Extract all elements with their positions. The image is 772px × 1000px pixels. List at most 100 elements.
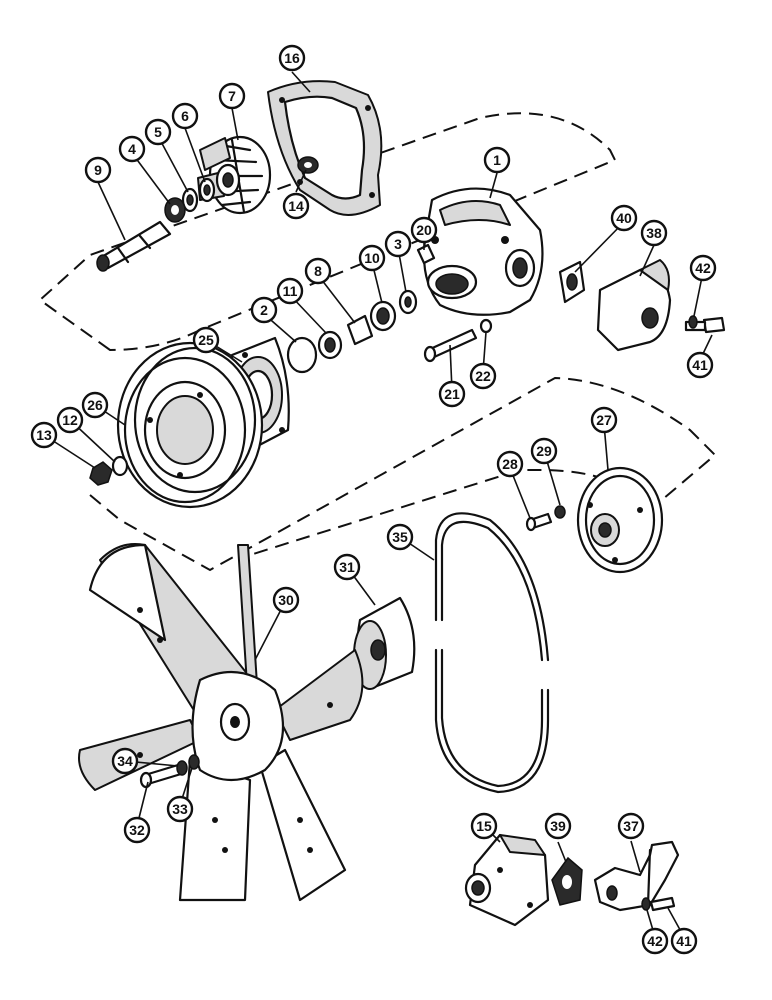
svg-text:20: 20 bbox=[416, 222, 432, 238]
spacer-part-31 bbox=[353, 596, 416, 690]
svg-text:9: 9 bbox=[94, 162, 102, 178]
bearing-part-11 bbox=[317, 330, 343, 360]
svg-text:42: 42 bbox=[695, 260, 711, 276]
svg-text:12: 12 bbox=[62, 412, 78, 428]
svg-text:13: 13 bbox=[36, 427, 52, 443]
shaft-part-9 bbox=[96, 220, 172, 272]
svg-text:32: 32 bbox=[129, 822, 145, 838]
svg-text:14: 14 bbox=[288, 198, 304, 214]
bolt-part-28 bbox=[525, 512, 553, 532]
washer-part-12 bbox=[111, 455, 129, 477]
callout-38: 38 bbox=[640, 219, 668, 247]
svg-text:38: 38 bbox=[646, 225, 662, 241]
callout-28: 28 bbox=[496, 450, 524, 478]
washer-part-34 bbox=[176, 760, 188, 776]
washer-part-22 bbox=[479, 318, 493, 334]
upper-group-outline bbox=[38, 112, 617, 352]
callout-11: 11 bbox=[276, 277, 304, 305]
svg-text:3: 3 bbox=[394, 236, 402, 252]
callout-32: 32 bbox=[123, 816, 151, 844]
callout-14: 14 bbox=[282, 192, 310, 220]
svg-text:33: 33 bbox=[172, 801, 188, 817]
callout-5: 5 bbox=[144, 118, 172, 146]
svg-text:35: 35 bbox=[392, 529, 408, 545]
washer-part-29 bbox=[554, 505, 566, 519]
svg-text:31: 31 bbox=[339, 559, 355, 575]
elbow-part-37 bbox=[593, 840, 680, 912]
seal-part-3 bbox=[398, 289, 418, 315]
callout-16: 16 bbox=[278, 44, 306, 72]
callout-8: 8 bbox=[304, 257, 332, 285]
callout-30: 30 bbox=[272, 586, 300, 614]
seal-part-14 bbox=[297, 156, 319, 174]
svg-text:29: 29 bbox=[536, 443, 552, 459]
callout-21: 21 bbox=[438, 380, 466, 408]
svg-text:34: 34 bbox=[117, 753, 133, 769]
svg-text:25: 25 bbox=[198, 332, 214, 348]
svg-text:41: 41 bbox=[676, 933, 692, 949]
svg-text:27: 27 bbox=[596, 412, 612, 428]
bolt-part-21 bbox=[423, 328, 478, 363]
svg-text:22: 22 bbox=[475, 368, 491, 384]
callout-29: 29 bbox=[530, 437, 558, 465]
gasket-part-40 bbox=[558, 260, 586, 304]
hub-part-27 bbox=[576, 466, 664, 574]
svg-text:37: 37 bbox=[623, 818, 639, 834]
callout-10: 10 bbox=[358, 244, 386, 272]
snap-ring-part-2 bbox=[286, 336, 318, 374]
callout-12: 12 bbox=[56, 406, 84, 434]
svg-text:6: 6 bbox=[181, 108, 189, 124]
callout-40: 40 bbox=[610, 204, 638, 232]
svg-text:1: 1 bbox=[493, 152, 501, 168]
svg-text:40: 40 bbox=[616, 210, 632, 226]
lower-group-outline bbox=[89, 376, 717, 572]
svg-text:8: 8 bbox=[314, 263, 322, 279]
callout-22: 22 bbox=[469, 362, 497, 390]
callout-42-upper: 42 bbox=[689, 254, 717, 282]
svg-text:41: 41 bbox=[692, 357, 708, 373]
svg-text:4: 4 bbox=[128, 141, 136, 157]
svg-text:39: 39 bbox=[550, 818, 566, 834]
callout-37: 37 bbox=[617, 812, 645, 840]
svg-text:30: 30 bbox=[278, 592, 294, 608]
elbow-part-38 bbox=[596, 259, 672, 352]
callout-1: 1 bbox=[483, 146, 511, 174]
callout-33: 33 bbox=[166, 795, 194, 823]
callout-6: 6 bbox=[171, 102, 199, 130]
callout-4: 4 bbox=[118, 135, 146, 163]
belt-part-35 bbox=[434, 512, 550, 794]
callout-31: 31 bbox=[333, 553, 361, 581]
washer-part-42-lower bbox=[641, 897, 651, 911]
nut-part-13 bbox=[89, 461, 113, 486]
washer-part-42-upper bbox=[688, 315, 698, 329]
callout-34: 34 bbox=[111, 747, 139, 775]
bolt-part-41-lower bbox=[649, 896, 676, 912]
callout-9: 9 bbox=[84, 156, 112, 184]
svg-text:7: 7 bbox=[228, 88, 236, 104]
washer-part-5 bbox=[181, 187, 199, 213]
svg-text:10: 10 bbox=[364, 250, 380, 266]
pump-housing-part-15 bbox=[464, 833, 550, 927]
seal-part-6 bbox=[198, 177, 216, 203]
callout-13: 13 bbox=[30, 421, 58, 449]
svg-text:42: 42 bbox=[647, 933, 663, 949]
svg-text:28: 28 bbox=[502, 456, 518, 472]
spacer-part-8 bbox=[346, 314, 374, 346]
svg-text:2: 2 bbox=[260, 302, 268, 318]
callout-7: 7 bbox=[218, 82, 246, 110]
callout-27: 27 bbox=[590, 406, 618, 434]
callout-3: 3 bbox=[384, 230, 412, 258]
svg-text:26: 26 bbox=[87, 397, 103, 413]
svg-text:16: 16 bbox=[284, 50, 300, 66]
gasket-part-16 bbox=[267, 80, 383, 216]
callout-25: 25 bbox=[192, 326, 220, 354]
callout-42-lower: 42 bbox=[641, 927, 669, 955]
washer-part-33 bbox=[188, 754, 200, 770]
fan-part-30 bbox=[78, 543, 364, 902]
callout-26: 26 bbox=[81, 391, 109, 419]
callout-41-lower: 41 bbox=[670, 927, 698, 955]
pulley-part-26 bbox=[116, 341, 264, 509]
callout-41-upper: 41 bbox=[686, 351, 714, 379]
svg-text:21: 21 bbox=[444, 386, 460, 402]
